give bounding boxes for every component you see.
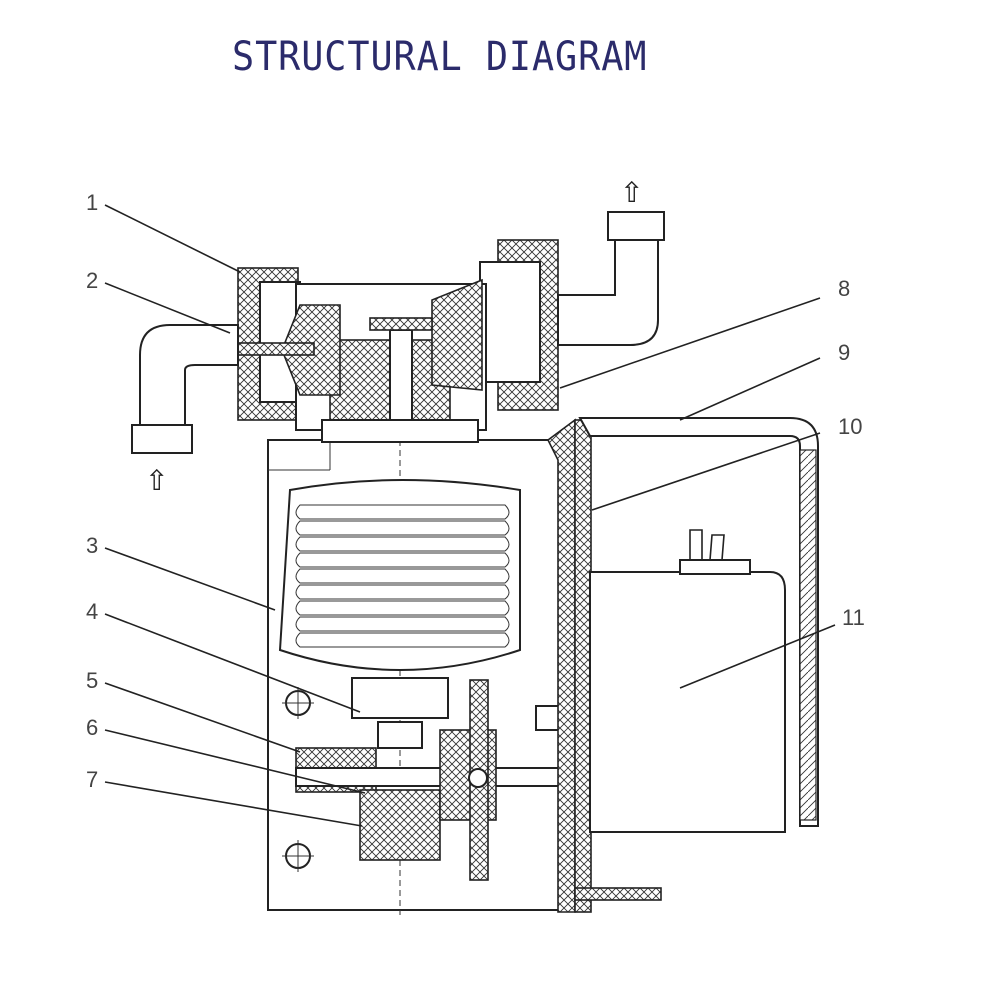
callout-1: 1 — [86, 190, 98, 215]
callout-5: 5 — [86, 668, 98, 693]
mounting-holes — [282, 687, 314, 872]
bellows-fold — [295, 584, 510, 600]
motor-cover — [578, 417, 819, 827]
bellows-fold — [295, 600, 510, 616]
bellows-fold — [295, 552, 510, 568]
bellows-fold — [295, 520, 510, 536]
inlet-pipe — [131, 324, 239, 454]
callout-8: 8 — [838, 276, 850, 301]
leader-lines — [104, 204, 836, 827]
bellows-fold — [295, 504, 510, 520]
inlet-arrow: ⇧ — [145, 464, 168, 497]
motor-bracket — [546, 418, 662, 913]
crank-assembly — [295, 677, 579, 881]
bellows — [278, 479, 521, 672]
callout-10: 10 — [838, 414, 862, 439]
bellows-fold — [295, 616, 510, 632]
callout-6: 6 — [86, 715, 98, 740]
valve-head — [223, 239, 559, 443]
bellows-fold — [295, 536, 510, 552]
callout-2: 2 — [86, 268, 98, 293]
callout-3: 3 — [86, 533, 98, 558]
motor — [589, 529, 786, 833]
bellows-fold — [295, 568, 510, 584]
outlet-arrow: ⇧ — [620, 176, 643, 209]
callout-9: 9 — [838, 340, 850, 365]
diagram-title: STRUCTURAL DIAGRAM — [232, 34, 648, 80]
bellows-fold — [295, 632, 510, 648]
callout-4: 4 — [86, 599, 98, 624]
callout-11: 11 — [842, 605, 865, 630]
outlet-pipe — [557, 211, 665, 346]
callout-7: 7 — [86, 767, 98, 792]
